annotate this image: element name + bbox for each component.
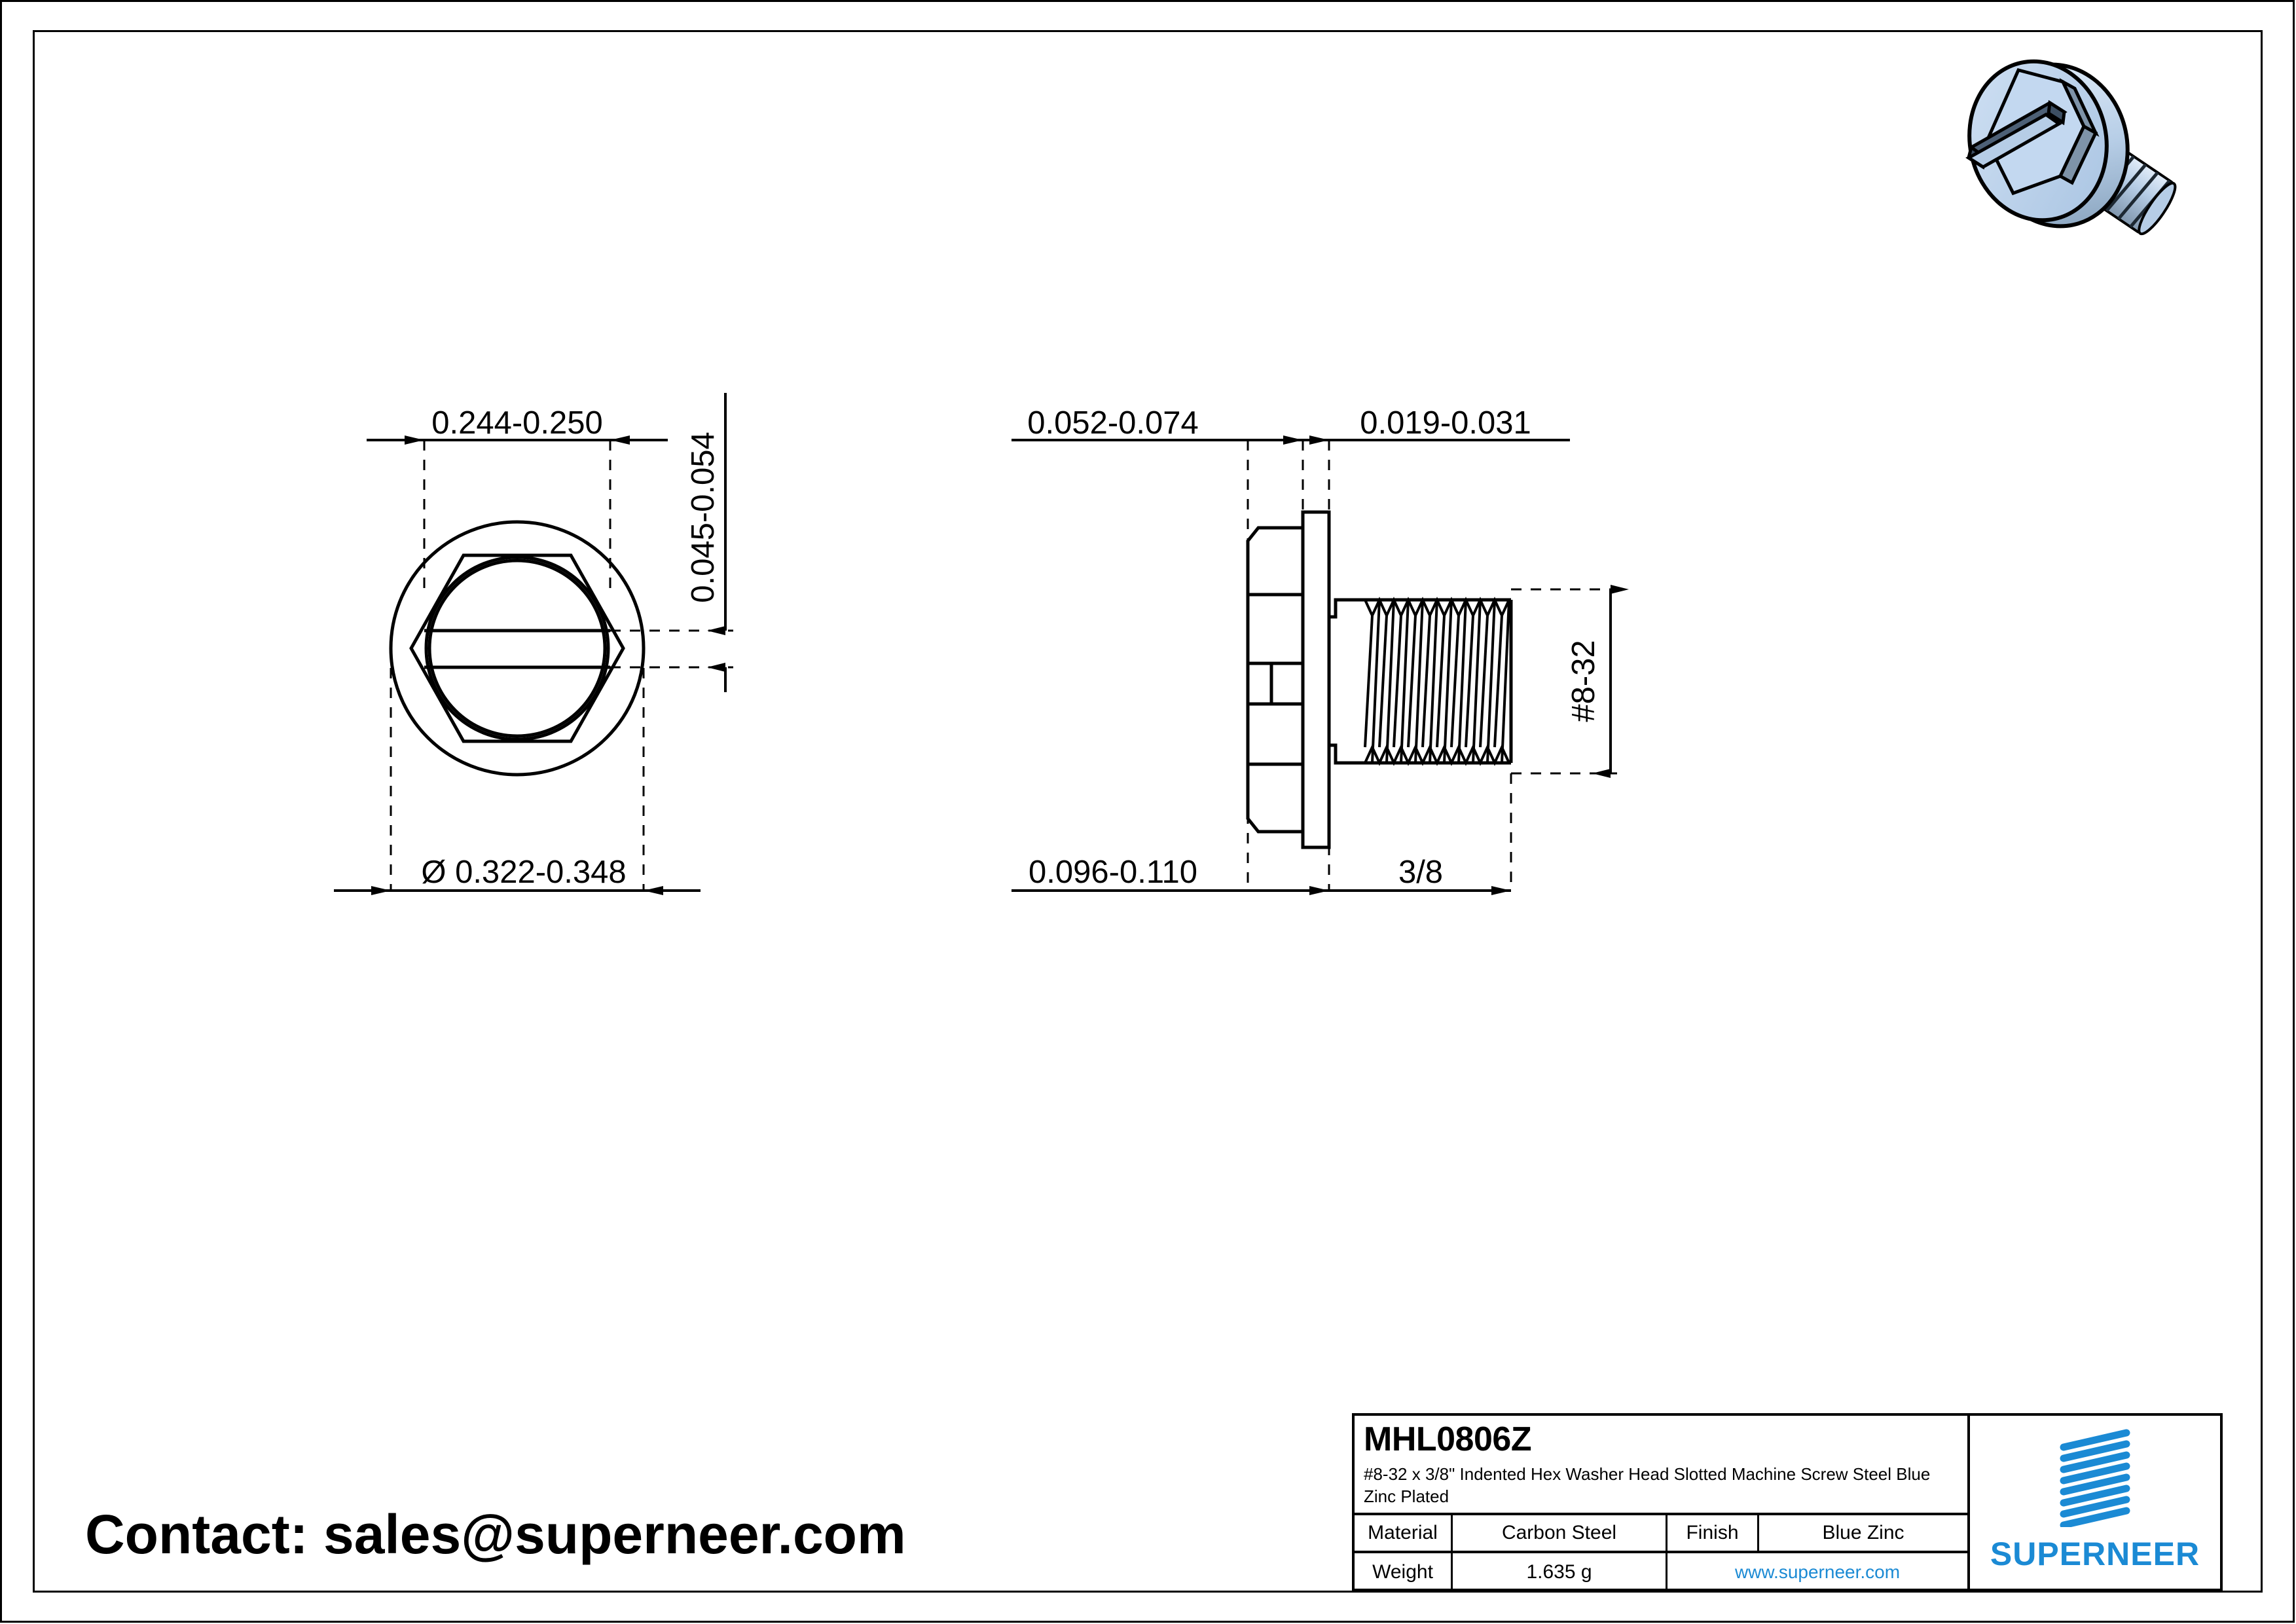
website-link[interactable]: www.superneer.com: [1734, 1562, 1901, 1582]
part-description: #8-32 x 3/8" Indented Hex Washer Head Sl…: [1364, 1464, 1931, 1506]
material-value: Carbon Steel: [1453, 1515, 1667, 1551]
title-block-header: MHL0806Z #8-32 x 3/8" Indented Hex Washe…: [1355, 1416, 1967, 1515]
part-number: MHL0806Z: [1364, 1420, 1532, 1458]
superneer-logo-icon: [2049, 1429, 2141, 1529]
finish-label: Finish: [1667, 1515, 1759, 1551]
title-block-left: MHL0806Z #8-32 x 3/8" Indented Hex Washe…: [1355, 1416, 1970, 1591]
isometric-screw-render: [1965, 59, 2177, 236]
brand-wordmark: SUPERNEER: [1990, 1536, 2200, 1572]
material-label: Material: [1355, 1515, 1453, 1551]
weight-value: 1.635 g: [1453, 1553, 1667, 1591]
title-block: MHL0806Z #8-32 x 3/8" Indented Hex Washe…: [1352, 1413, 2223, 1591]
head-slot: [1965, 100, 2068, 170]
weight-label: Weight: [1355, 1553, 1453, 1591]
brand-panel: SUPERNEER: [1970, 1416, 2220, 1589]
contact-text: Contact: sales@superneer.com: [85, 1504, 906, 1565]
spec-row-weight: Weight 1.635 g www.superneer.com: [1355, 1553, 1967, 1591]
sheet-inner-border: [33, 30, 2263, 1593]
spec-row-material: Material Carbon Steel Finish Blue Zinc: [1355, 1515, 1967, 1553]
finish-value: Blue Zinc: [1822, 1522, 1904, 1543]
